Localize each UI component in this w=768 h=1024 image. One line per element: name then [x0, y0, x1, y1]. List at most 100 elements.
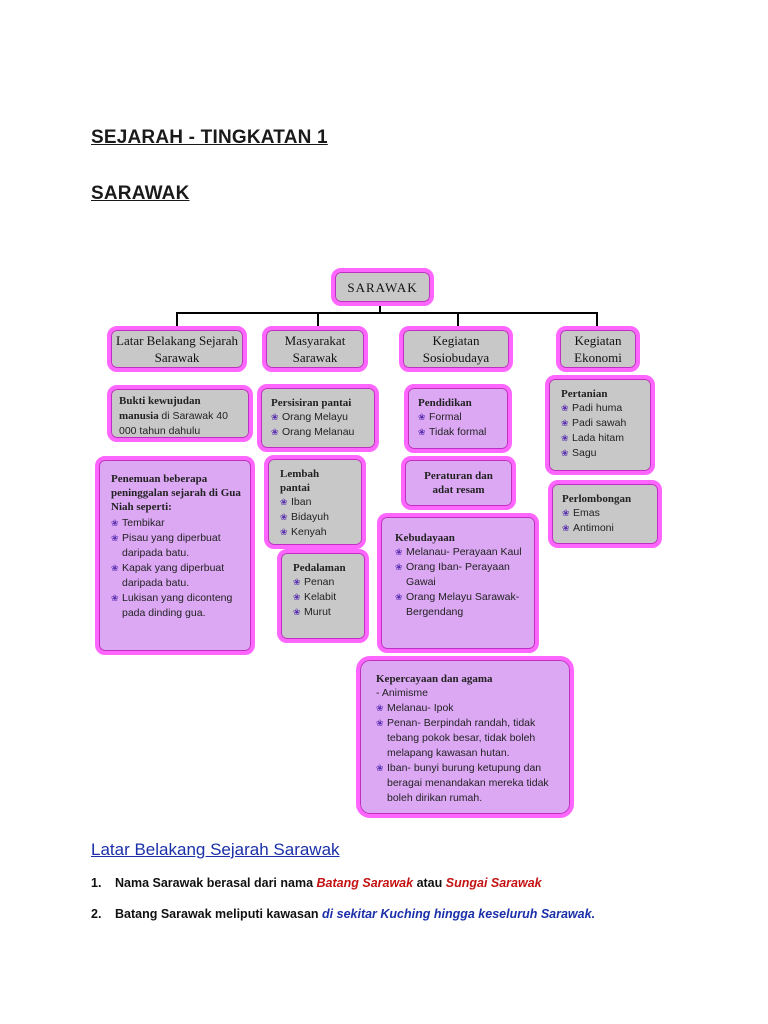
flower-bullet-icon: ❀: [293, 607, 301, 617]
kepercayaan-intro: - Animisme: [376, 687, 428, 699]
list-item: ❀Formal: [418, 411, 462, 423]
perlombongan-box: Perlombongan ❀Emas ❀Antimoni: [548, 480, 662, 548]
flower-bullet-icon: ❀: [376, 763, 384, 773]
kepercayaan-box: Kepercayaan dan agama - Animisme ❀Melana…: [356, 656, 574, 818]
list-item: ❀Emas: [562, 507, 600, 519]
flower-bullet-icon: ❀: [280, 512, 288, 522]
list-item: ❀Orang Melayu: [271, 411, 348, 423]
list-item: ❀Kenyah: [280, 526, 327, 538]
pesisiran-box: Persisiran pantai ❀Orang Melayu ❀Orang M…: [257, 384, 379, 452]
list-item: ❀Padi sawah: [561, 417, 627, 429]
kebudayaan-label: Kebudayaan: [395, 532, 455, 544]
lembah-label: Lembah pantai: [280, 468, 320, 494]
lembah-list: ❀Iban ❀Bidayuh ❀Kenyah: [280, 495, 350, 540]
flower-bullet-icon: ❀: [395, 562, 403, 572]
flower-bullet-icon: ❀: [111, 518, 119, 528]
list-item: ❀Iban- bunyi burung ketupung dan beragai…: [376, 762, 549, 804]
kepercayaan-list: ❀Melanau- Ipok ❀Penan- Berpindah randah,…: [376, 701, 558, 806]
list-item: ❀Antimoni: [562, 522, 614, 534]
flower-bullet-icon: ❀: [376, 718, 384, 728]
pesisiran-label: Persisiran pantai: [271, 397, 352, 409]
pedalaman-list: ❀Penan ❀Kelabit ❀Murut: [293, 575, 353, 620]
pendidikan-box: Pendidikan ❀Formal ❀Tidak formal: [404, 384, 512, 453]
penemuan-box: Penemuan beberapa peninggalan sejarah di…: [95, 456, 255, 655]
flower-bullet-icon: ❀: [111, 533, 119, 543]
list-item: ❀Melanau- Ipok: [376, 702, 454, 714]
page-subtitle: SARAWAK: [91, 183, 190, 204]
pendidikan-label: Pendidikan: [418, 397, 472, 409]
flower-bullet-icon: ❀: [271, 427, 279, 437]
category-label: Masyarakat Sarawak: [284, 333, 346, 365]
category-masyarakat: Masyarakat Sarawak: [262, 326, 368, 372]
section-title: Latar Belakang Sejarah Sarawak: [91, 840, 340, 859]
flower-bullet-icon: ❀: [561, 433, 569, 443]
flower-bullet-icon: ❀: [418, 427, 426, 437]
list-item: ❀Sagu: [561, 447, 597, 459]
flower-bullet-icon: ❀: [561, 403, 569, 413]
flower-bullet-icon: ❀: [280, 497, 288, 507]
category-label: Latar Belakang Sejarah Sarawak: [116, 333, 238, 365]
category-label: Kegiatan Sosiobudaya: [422, 333, 490, 365]
flower-bullet-icon: ❀: [293, 592, 301, 602]
highlight-sungai-sarawak: Sungai Sarawak: [445, 876, 542, 890]
list-item: ❀Kapak yang diperbuat daripada batu.: [111, 562, 225, 589]
point-1: 1.Nama Sarawak berasal dari nama Batang …: [91, 876, 542, 890]
category-ekonomi: Kegiatan Ekonomi: [556, 326, 640, 372]
list-item: ❀Melanau- Perayaan Kaul: [395, 546, 522, 558]
kebudayaan-box: Kebudayaan ❀Melanau- Perayaan Kaul ❀Oran…: [377, 513, 539, 653]
flower-bullet-icon: ❀: [562, 508, 570, 518]
list-item: ❀Pisau yang diperbuat daripada batu.: [111, 532, 221, 559]
flower-bullet-icon: ❀: [271, 412, 279, 422]
list-item: ❀Kelabit: [293, 591, 337, 603]
category-sosiobudaya: Kegiatan Sosiobudaya: [399, 326, 513, 372]
peraturan-label: Peraturan dan adat resam: [424, 470, 493, 496]
perlombongan-label: Perlombongan: [562, 493, 632, 505]
pertanian-list: ❀Padi huma ❀Padi sawah ❀Lada hitam ❀Sagu: [561, 401, 639, 461]
category-latar-belakang: Latar Belakang Sejarah Sarawak: [107, 326, 247, 372]
highlight-batang-sarawak: Batang Sarawak: [316, 876, 414, 890]
penemuan-list: ❀Tembikar ❀Pisau yang diperbuat daripada…: [111, 516, 241, 621]
perlombongan-list: ❀Emas ❀Antimoni: [562, 506, 648, 536]
pertanian-box: Pertanian ❀Padi huma ❀Padi sawah ❀Lada h…: [545, 375, 655, 475]
kepercayaan-label: Kepercayaan dan agama: [376, 673, 493, 685]
kebudayaan-list: ❀Melanau- Perayaan Kaul ❀Orang Iban- Per…: [395, 545, 523, 620]
penemuan-label: Penemuan beberapa peninggalan sejarah di…: [111, 473, 241, 513]
pendidikan-list: ❀Formal ❀Tidak formal: [418, 410, 498, 440]
list-item: ❀Murut: [293, 606, 331, 618]
flower-bullet-icon: ❀: [111, 593, 119, 603]
point-2: 2.Batang Sarawak meliputi kawasan di sek…: [91, 907, 596, 921]
list-item: ❀Penan- Berpindah randah, tidak tebang p…: [376, 717, 536, 759]
highlight-kawasan: di sekitar Kuching hingga keseluruh Sara…: [322, 907, 592, 921]
point-number: 2.: [91, 907, 102, 921]
list-item: ❀Lada hitam: [561, 432, 624, 444]
flower-bullet-icon: ❀: [561, 448, 569, 458]
list-item: ❀Padi huma: [561, 402, 623, 414]
pertanian-label: Pertanian: [561, 388, 608, 400]
flower-bullet-icon: ❀: [280, 527, 288, 537]
root-label: SARAWAK: [347, 279, 418, 295]
list-item: ❀Tembikar: [111, 517, 165, 529]
flower-bullet-icon: ❀: [111, 563, 119, 573]
list-item: ❀Lukisan yang diconteng pada dinding gua…: [111, 592, 233, 619]
point-number: 1.: [91, 876, 102, 890]
list-item: ❀Orang Melayu Sarawak- Bergendang: [395, 591, 520, 618]
list-item: ❀Orang Melanau: [271, 426, 355, 438]
bukti-text: di Sarawak 40 000 tahun dahulu: [119, 410, 228, 437]
list-item: ❀Tidak formal: [418, 426, 487, 438]
flower-bullet-icon: ❀: [418, 412, 426, 422]
pesisiran-list: ❀Orang Melayu ❀Orang Melanau: [271, 410, 365, 440]
flower-bullet-icon: ❀: [562, 523, 570, 533]
flower-bullet-icon: ❀: [561, 418, 569, 428]
list-item: ❀Orang Iban- Perayaan Gawai: [395, 561, 510, 588]
bukti-box: Bukti kewujudan manusia di Sarawak 40 00…: [107, 385, 253, 442]
flower-bullet-icon: ❀: [293, 577, 301, 587]
page-title: SEJARAH - TINGKATAN 1: [91, 127, 328, 148]
pedalaman-label: Pedalaman: [293, 562, 346, 574]
category-label: Kegiatan Ekonomi: [574, 333, 622, 365]
list-item: ❀Iban: [280, 496, 312, 508]
list-item: ❀Bidayuh: [280, 511, 329, 523]
flower-bullet-icon: ❀: [395, 592, 403, 602]
flower-bullet-icon: ❀: [395, 547, 403, 557]
flower-bullet-icon: ❀: [376, 703, 384, 713]
list-item: ❀Penan: [293, 576, 335, 588]
